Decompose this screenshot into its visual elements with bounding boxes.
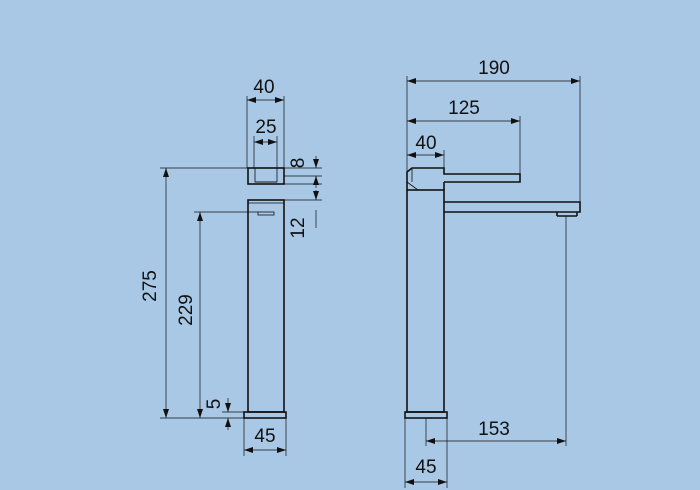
front-view-outline	[404, 167, 581, 419]
front-view: 190 125 40 153 45	[404, 58, 581, 488]
side-view: 40 25 8 12 275	[140, 77, 322, 456]
dim-label-25: 25	[255, 117, 276, 138]
dim-front-45: 45	[404, 418, 448, 488]
dim-side-45: 45	[243, 418, 287, 456]
dim-label-front-40: 40	[415, 133, 436, 154]
dim-front-40: 40	[407, 133, 445, 168]
dim-label-12: 12	[288, 217, 309, 238]
dim-label-190: 190	[478, 58, 510, 79]
dim-label-229: 229	[176, 294, 197, 326]
dim-label-40: 40	[253, 77, 274, 98]
dim-label-125: 125	[448, 98, 480, 119]
dim-side-25: 25	[253, 117, 278, 168]
dim-label-front-45: 45	[415, 457, 436, 478]
side-view-outline	[243, 167, 287, 419]
dim-label-275: 275	[140, 270, 161, 302]
dim-label-45: 45	[254, 426, 275, 447]
dim-front-190: 190	[406, 58, 581, 202]
dim-front-125: 125	[407, 98, 521, 174]
dim-label-5: 5	[204, 399, 225, 410]
dim-side-275: 275	[140, 167, 248, 419]
dim-side-40: 40	[246, 77, 285, 168]
dim-front-153: 153	[425, 216, 567, 446]
dim-side-8-12: 8 12	[284, 156, 322, 239]
dim-side-229: 229	[176, 211, 258, 418]
dim-side-5: 5	[204, 398, 244, 430]
dim-label-153: 153	[478, 419, 510, 440]
dim-label-8: 8	[288, 158, 309, 169]
